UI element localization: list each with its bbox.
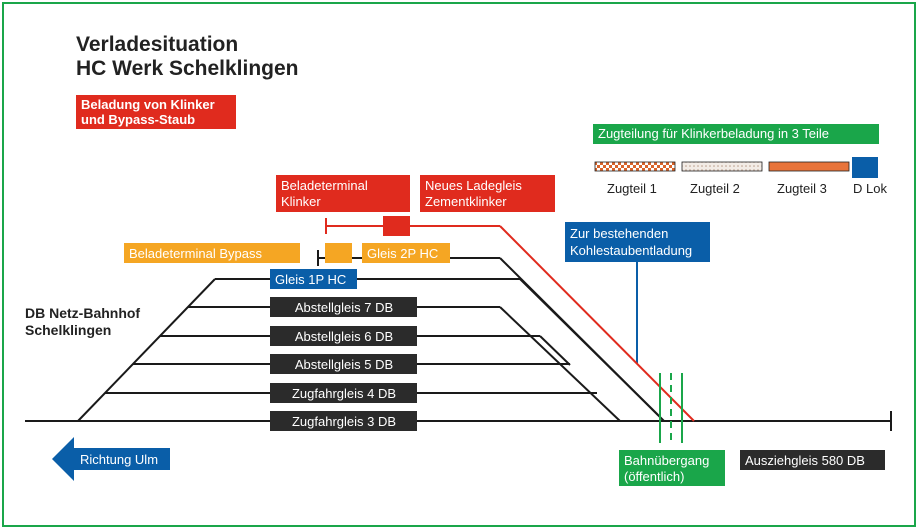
db-station-line-2: Schelklingen: [25, 322, 111, 338]
beladeterminal-bypass-text: Beladeterminal Bypass: [129, 246, 262, 261]
db-station-line-1: DB Netz-Bahnhof: [25, 305, 140, 321]
track-network: [25, 250, 892, 431]
track-label: Abstellgleis 7 DB: [295, 300, 393, 315]
d-lok-swatch: [852, 157, 878, 178]
zugteil-2-label: Zugteil 2: [690, 181, 740, 196]
level-crossing: [659, 373, 683, 443]
title-line-1: Verladesituation: [76, 33, 238, 56]
track-label: Zugfahrgleis 3 DB: [292, 414, 396, 429]
gleis-2p-text: Gleis 2P HC: [367, 246, 438, 261]
ausziehgleis-text: Ausziehgleis 580 DB: [745, 453, 865, 468]
kohlestaub-line-1: Zur bestehenden: [570, 226, 668, 241]
ausziehgleis-label: Ausziehgleis 580 DB: [740, 450, 885, 470]
kohlestaub-label: Zur bestehenden Kohlestaubentladung: [565, 222, 710, 262]
right-fan-1p: [519, 278, 659, 416]
neues-ladegleis-line-2: Zementklinker: [425, 194, 507, 209]
klinker-terminal-marker: [383, 216, 410, 236]
zugteil-3-swatch: [768, 161, 850, 172]
neues-ladegleis-line-1: Neues Ladegleis: [425, 178, 522, 193]
bahnuebergang-line-2: (öffentlich): [624, 469, 684, 484]
track-label: Abstellgleis 5 DB: [295, 357, 393, 372]
title-line-2: HC Werk Schelklingen: [76, 57, 299, 80]
zugteil-3-label: Zugteil 3: [777, 181, 827, 196]
gleis-1p-label: Gleis 1P HC: [270, 269, 357, 289]
left-arrow-icon: [52, 437, 170, 481]
direction-arrow: Richtung Ulm: [52, 437, 170, 481]
bahnuebergang-line-1: Bahnübergang: [624, 453, 709, 468]
track-label-bg: [270, 326, 417, 346]
track-label-bg: [270, 411, 417, 431]
track-label-bg: [270, 383, 417, 403]
beladeterminal-klinker-line-1: Beladeterminal: [281, 178, 368, 193]
bypass-terminal-marker: [325, 243, 352, 263]
richtung-ulm-text: Richtung Ulm: [80, 452, 158, 467]
left-fan-diagonal: [77, 278, 216, 422]
track-label: Zugfahrgleis 4 DB: [292, 386, 396, 401]
bahnuebergang-label: Bahnübergang (öffentlich): [619, 450, 725, 486]
d-lok-label: D Lok: [853, 181, 887, 196]
new-loading-track: [325, 218, 695, 422]
right-fan-6: [539, 335, 571, 366]
legend-red-box: Beladung von Klinker und Bypass-Staub: [76, 95, 236, 129]
beladeterminal-bypass-label: Beladeterminal Bypass: [124, 243, 300, 263]
train-legend: Zugteilung für Klinkerbeladung in 3 Teil…: [593, 124, 887, 196]
track-label-bg: [270, 354, 417, 374]
train-legend-title-box: [593, 124, 879, 144]
zugteil-1-swatch: [594, 161, 676, 172]
neues-ladegleis-label: Neues Ladegleis Zementklinker: [420, 175, 555, 212]
track-label-bg: [270, 297, 417, 317]
legend-red-line-2: und Bypass-Staub: [81, 112, 195, 127]
train-legend-title: Zugteilung für Klinkerbeladung in 3 Teil…: [598, 126, 829, 141]
zugteil-2-swatch: [681, 161, 763, 172]
track-label: Abstellgleis 6 DB: [295, 329, 393, 344]
legend-red-line-1: Beladung von Klinker: [81, 97, 215, 112]
kohlestaub-line-2: Kohlestaubentladung: [570, 243, 692, 258]
track-label-list: Abstellgleis 7 DB Abstellgleis 6 DB Abst…: [270, 297, 417, 431]
beladeterminal-klinker-label: Beladeterminal Klinker: [276, 175, 410, 212]
zugteil-1-label: Zugteil 1: [607, 181, 657, 196]
gleis-1p-text: Gleis 1P HC: [275, 272, 346, 287]
gleis-2p-label: Gleis 2P HC: [362, 243, 450, 263]
beladeterminal-klinker-line-2: Klinker: [281, 194, 321, 209]
